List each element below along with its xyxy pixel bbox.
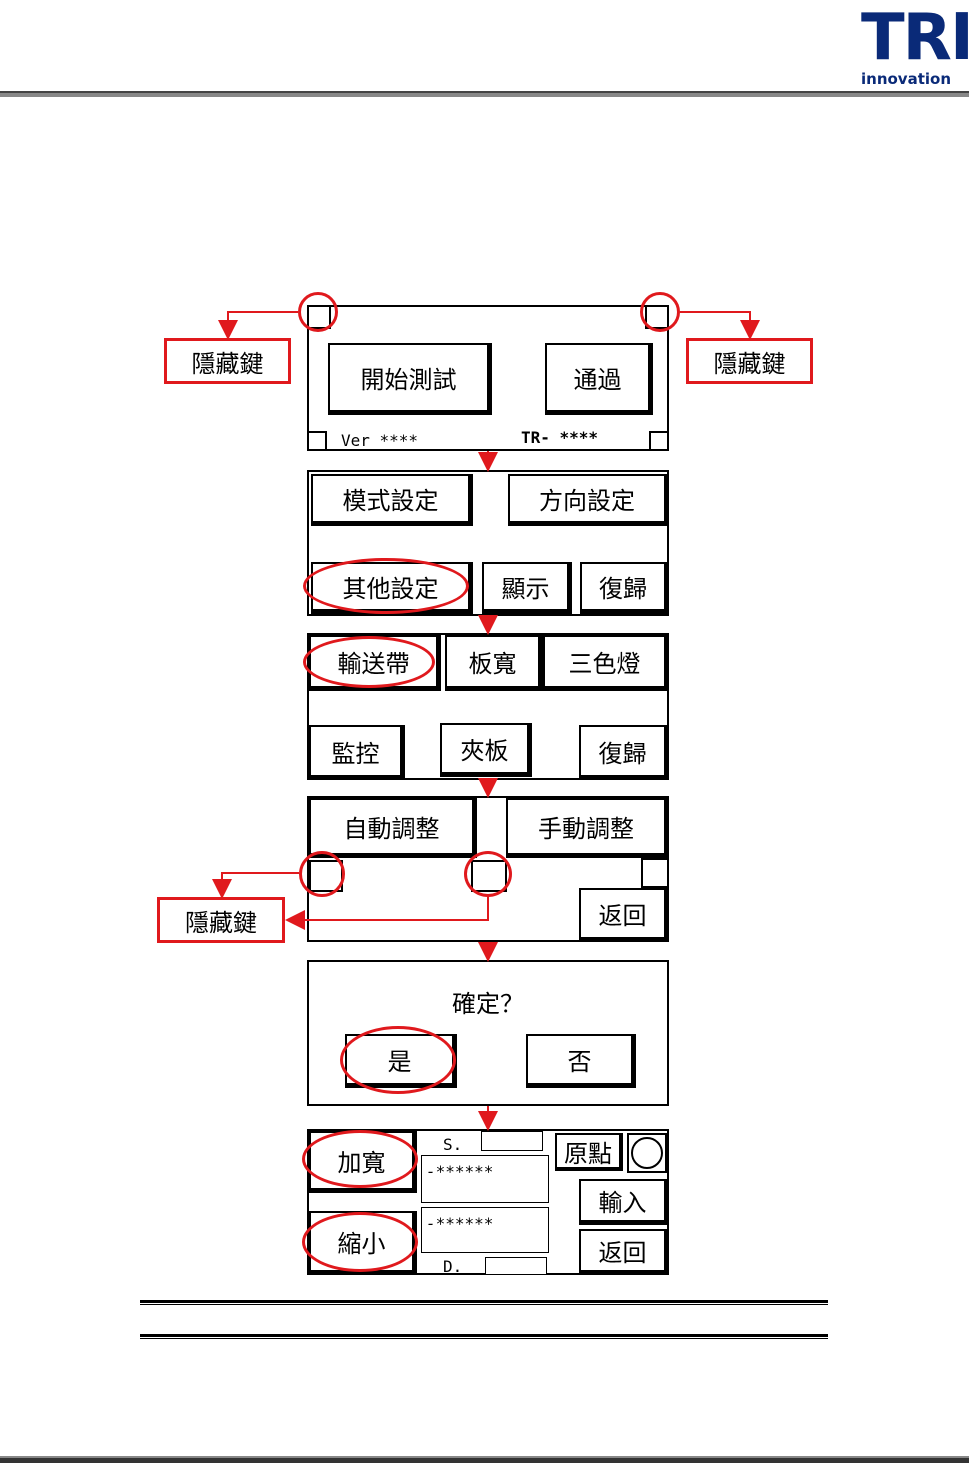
section-rule-2 <box>140 1334 828 1339</box>
connector-left <box>222 873 299 889</box>
connector-top-left <box>228 312 298 330</box>
connector-center <box>295 897 488 920</box>
footer-rule <box>0 1456 969 1463</box>
section-rule-1 <box>140 1300 828 1305</box>
connector-top-right <box>680 312 750 330</box>
